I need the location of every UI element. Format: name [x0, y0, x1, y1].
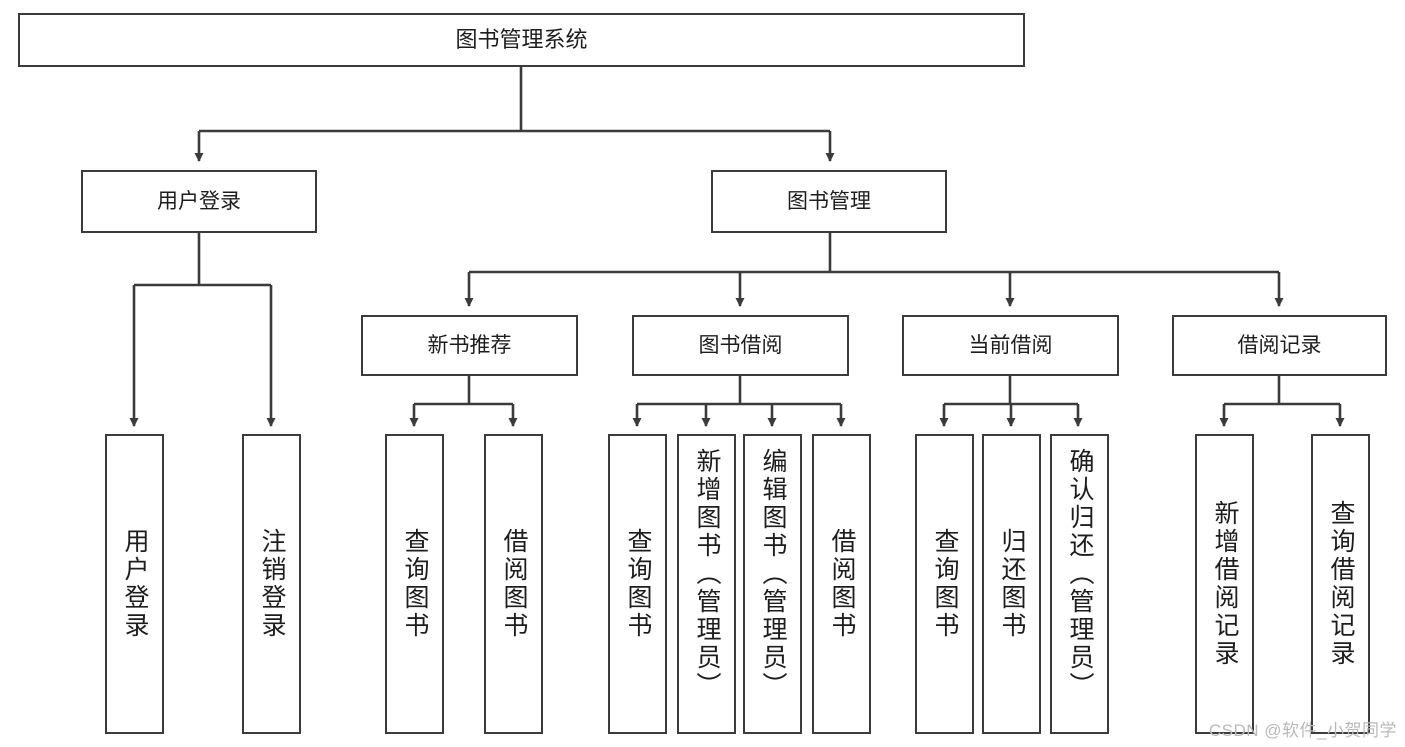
node-label: 图书管理 [787, 189, 871, 213]
node-label: 图书借阅 [698, 333, 783, 357]
node-label: 借阅记录 [1237, 333, 1322, 357]
leaf-recommend-query-books[interactable]: 查询图书 [385, 434, 444, 734]
leaf-current-query-books[interactable]: 查询图书 [915, 434, 974, 734]
node-borrow-records[interactable]: 借阅记录 [1172, 315, 1387, 376]
leaf-label: 新增图书（管理员） [693, 448, 721, 700]
leaf-current-confirm-return-admin[interactable]: 确认归还（管理员） [1050, 434, 1109, 734]
leaf-label: 新增借阅记录 [1211, 500, 1239, 668]
leaf-borrow-query-books[interactable]: 查询图书 [608, 434, 667, 734]
node-root-book-management-system[interactable]: 图书管理系统 [18, 13, 1025, 67]
node-label: 图书管理系统 [455, 26, 588, 52]
leaf-label: 借阅图书 [828, 528, 856, 640]
leaf-label: 注销登录 [258, 528, 286, 640]
node-label: 新书推荐 [427, 333, 512, 357]
leaf-label: 确认归还（管理员） [1066, 448, 1094, 700]
node-user-login[interactable]: 用户登录 [81, 170, 317, 233]
leaf-records-add-record[interactable]: 新增借阅记录 [1195, 434, 1254, 734]
leaf-user-login-logout[interactable]: 注销登录 [242, 434, 301, 734]
leaf-label: 归还图书 [998, 528, 1026, 640]
leaf-label: 借阅图书 [500, 528, 528, 640]
leaf-label: 查询图书 [624, 528, 652, 640]
leaf-label: 用户登录 [121, 528, 149, 640]
node-current-borrow[interactable]: 当前借阅 [902, 315, 1119, 376]
leaf-label: 编辑图书（管理员） [759, 448, 787, 700]
leaf-recommend-borrow-books[interactable]: 借阅图书 [484, 434, 543, 734]
leaf-borrow-add-book-admin[interactable]: 新增图书（管理员） [677, 434, 736, 734]
csdn-watermark: CSDN @软件_小贺同学 [1208, 721, 1397, 740]
node-book-borrow[interactable]: 图书借阅 [632, 315, 849, 376]
node-label: 当前借阅 [968, 333, 1053, 357]
leaf-label: 查询图书 [931, 528, 959, 640]
leaf-label: 查询图书 [401, 528, 429, 640]
leaf-current-return-books[interactable]: 归还图书 [982, 434, 1041, 734]
leaf-records-query-record[interactable]: 查询借阅记录 [1311, 434, 1370, 734]
leaf-borrow-borrow-books[interactable]: 借阅图书 [812, 434, 871, 734]
node-book-management[interactable]: 图书管理 [711, 170, 947, 233]
node-label: 用户登录 [157, 189, 241, 213]
leaf-user-login-login[interactable]: 用户登录 [105, 434, 164, 734]
node-new-book-recommendation[interactable]: 新书推荐 [361, 315, 578, 376]
leaf-label: 查询借阅记录 [1327, 500, 1355, 668]
leaf-borrow-edit-book-admin[interactable]: 编辑图书（管理员） [743, 434, 802, 734]
